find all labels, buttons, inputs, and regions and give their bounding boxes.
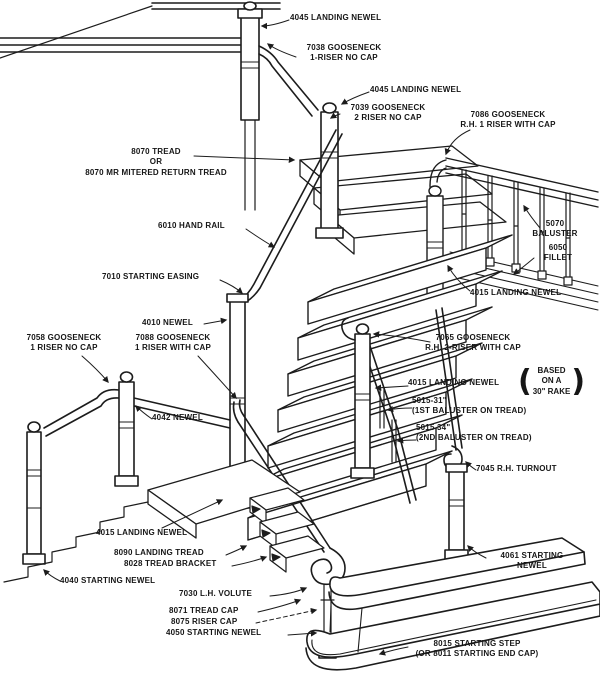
center-newel-4015-art xyxy=(341,317,417,504)
label-newel-4042: 4042 NEWEL xyxy=(152,413,203,422)
label-starting-newel-4061: 4061 STARTING NEWEL xyxy=(500,551,564,571)
gooseneck-7038-art xyxy=(258,45,319,117)
label-landing-newel-4045-mid: 4045 LANDING NEWEL xyxy=(370,85,462,94)
starting-steps xyxy=(305,537,600,671)
lower-left-area xyxy=(3,371,325,583)
label-tread-bracket-8028: 8028 TREAD BRACKET xyxy=(124,559,217,568)
label-gooseneck-7065: 7065 GOOSENECK R.H. 2-RISER WITH CAP xyxy=(425,333,521,353)
label-volute-7030: 7030 L.H. VOLUTE xyxy=(179,589,252,598)
paren-open: ( xyxy=(518,363,532,399)
label-fillet-6050: 6050 FILLET xyxy=(543,243,573,263)
label-riser-cap-8075: 8075 RISER CAP xyxy=(171,617,238,626)
label-gooseneck-7039: 7039 GOOSENECK 2 RISER NO CAP xyxy=(350,103,426,123)
label-gooseneck-7088: 7088 GOOSENECK 1 RISER WITH CAP xyxy=(134,333,212,353)
label-landing-newel-4045-top: 4045 LANDING NEWEL xyxy=(290,13,382,22)
label-landing-newel-4015-center: 4015 LANDING NEWEL xyxy=(408,378,500,387)
label-tread-8070: 8070 TREAD OR 8070 MR MITERED RETURN TRE… xyxy=(85,147,227,177)
label-gooseneck-7058: 7058 GOOSENECK 1 RISER NO CAP xyxy=(26,333,102,353)
label-handrail-6010: 6010 HAND RAIL xyxy=(158,221,225,230)
label-turnout-7045: 7045 R.H. TURNOUT xyxy=(476,464,557,473)
label-baluster-5015-34: 5015 34" (2ND BALUSTER ON TREAD) xyxy=(416,423,532,443)
newel-4045-top-art xyxy=(237,1,263,211)
label-starting-newel-4040: 4040 STARTING NEWEL xyxy=(60,576,156,585)
paren-close: ) xyxy=(571,363,586,399)
label-landing-newel-4015-right: 4015 LANDING NEWEL xyxy=(470,288,562,297)
rake-note: ( BASED ON A 30" RAKE ) xyxy=(518,366,585,397)
label-gooseneck-7086: 7086 GOOSENECK R.H. 1 RISER WITH CAP xyxy=(460,110,556,130)
leader-lines xyxy=(43,19,541,656)
label-tread-cap-8071: 8071 TREAD CAP xyxy=(169,606,239,615)
label-baluster-5015-31: 5015-31" (1ST BALUSTER ON TREAD) xyxy=(412,396,527,416)
label-newel-4010: 4010 NEWEL xyxy=(142,318,193,327)
label-starting-easing-7010: 7010 STARTING EASING xyxy=(102,272,200,281)
label-starting-newel-4050: 4050 STARTING NEWEL xyxy=(166,628,262,637)
top-landing-rail xyxy=(0,2,281,59)
label-baluster-5070: 5070 BALUSTER xyxy=(532,219,578,239)
label-gooseneck-7038: 7038 GOOSENECK 1-RISER NO CAP xyxy=(306,43,382,63)
label-landing-tread-8090: 8090 LANDING TREAD xyxy=(114,548,204,557)
turnout-rail-art xyxy=(435,307,469,561)
rake-note-text: BASED ON A 30" RAKE xyxy=(532,366,571,396)
label-starting-step-8015: 8015 STARTING STEP (OR 8011 STARTING END… xyxy=(415,639,539,659)
label-landing-newel-4015-lower: 4015 LANDING NEWEL xyxy=(96,528,188,537)
